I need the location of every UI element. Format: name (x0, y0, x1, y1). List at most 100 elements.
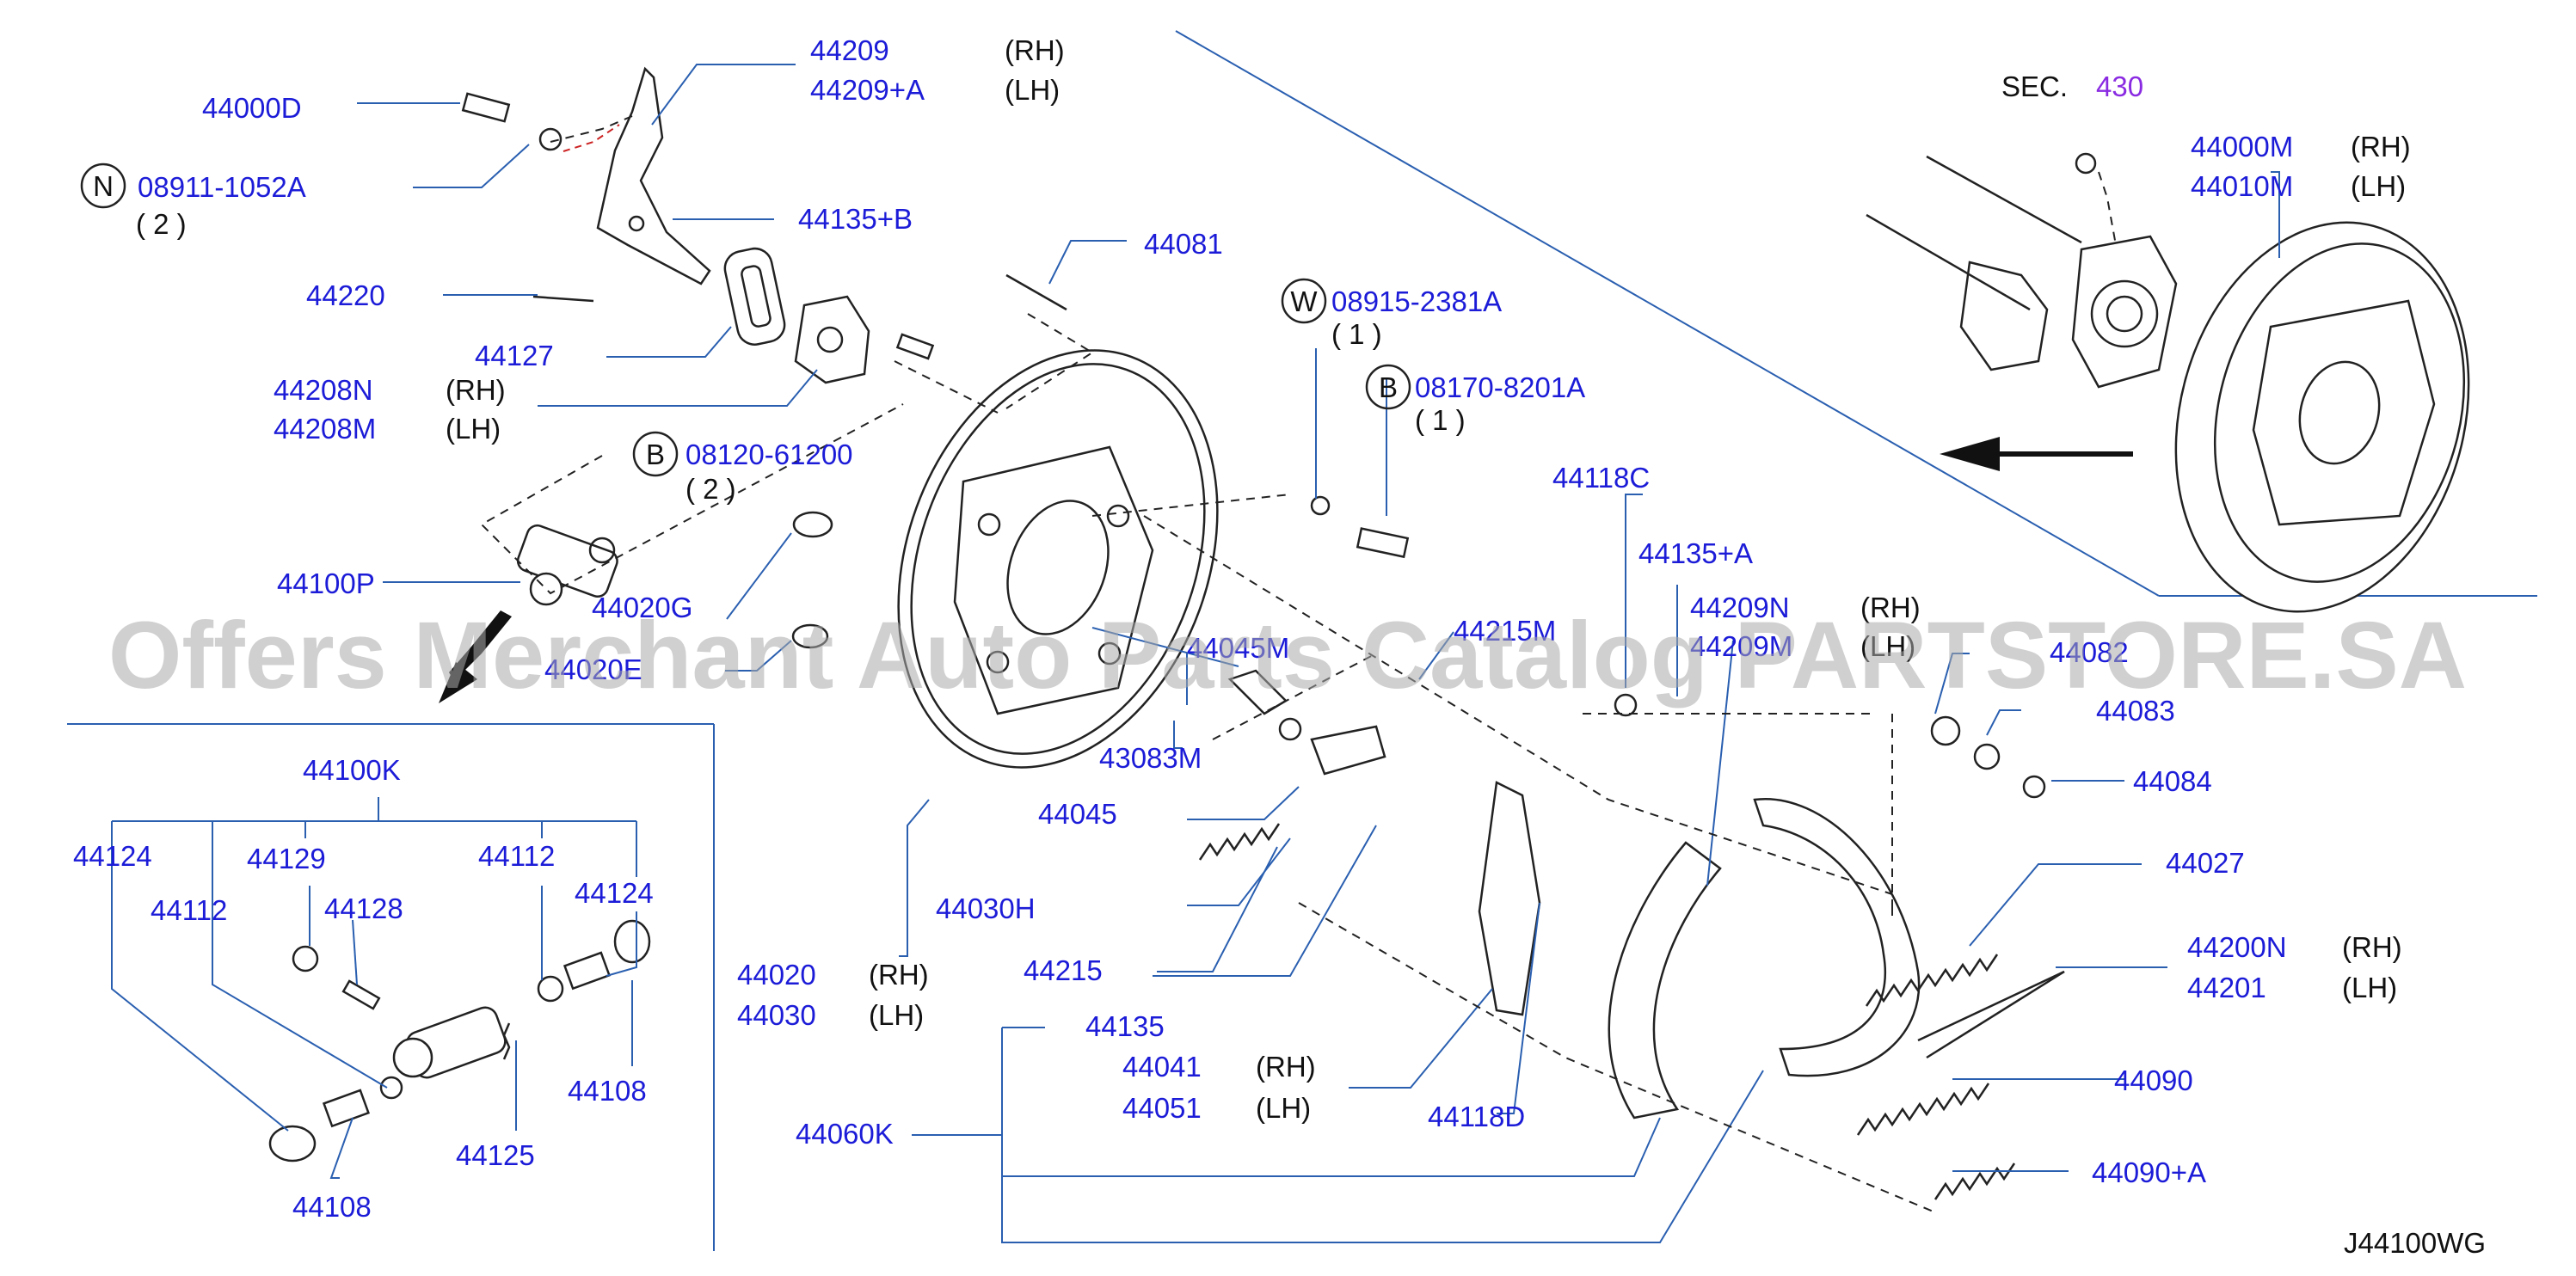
callout-44030: 44030 (737, 999, 816, 1031)
callout-44125: 44125 (456, 1139, 535, 1171)
callout-44090a: 44090+A (2092, 1156, 2206, 1188)
watermark: Offers Merchant Auto Parts Catalog PARTS… (108, 603, 2467, 709)
callout-44124-right: 44124 (575, 877, 654, 909)
qualifier-44020: (RH) (869, 959, 929, 991)
adjuster-lever-44041 (1478, 781, 1541, 1016)
callout-44209m: 44209M (1690, 630, 1792, 662)
symbol-w: W (1290, 285, 1318, 317)
sec-label: SEC. (2001, 71, 2068, 102)
callout-43083m: 43083M (1099, 742, 1202, 774)
callout-44127: 44127 (475, 340, 554, 371)
callout-44135b: 44135+B (798, 203, 913, 235)
lever-bracket-44208 (794, 295, 870, 384)
symbol-circles (80, 163, 1411, 477)
callout-44030h: 44030H (936, 893, 1036, 924)
callout-44209n: 44209N (1690, 592, 1790, 623)
callout-44027: 44027 (2166, 847, 2245, 879)
backing-plate (897, 349, 1219, 769)
callout-44200n: 44200N (2187, 931, 2287, 963)
wheel-cylinder-arrow (439, 610, 512, 703)
callout-44100p: 44100P (277, 567, 375, 599)
callout-44082: 44082 (2050, 636, 2129, 668)
callout-44215: 44215 (1024, 954, 1103, 986)
direction-arrow (1940, 437, 2133, 471)
symbol-b1: B (1379, 371, 1398, 403)
callout-44118c: 44118C (1552, 462, 1650, 494)
qualifier-44201: (LH) (2342, 972, 2397, 1003)
callout-44041: 44041 (1122, 1051, 1202, 1083)
callout-44108-left: 44108 (292, 1191, 372, 1223)
callout-44081: 44081 (1144, 228, 1223, 260)
qualifier-44209: (RH) (1005, 34, 1065, 66)
callout-b2-part: 08120-61200 (685, 439, 853, 470)
red-hint-line (563, 124, 620, 152)
callout-44020: 44020 (737, 959, 816, 991)
symbol-b2: B (646, 439, 665, 470)
figure-code: J44100WG (2344, 1227, 2486, 1259)
callout-44118d: 44118D (1428, 1101, 1525, 1132)
qualifier-44030: (LH) (869, 999, 924, 1031)
callout-44124-left: 44124 (73, 840, 152, 872)
small-hardware (461, 92, 2097, 799)
callout-44220: 44220 (306, 279, 385, 311)
callout-44020g: 44020G (592, 592, 692, 623)
callout-44045: 44045 (1038, 798, 1117, 830)
callout-44135: 44135 (1085, 1010, 1165, 1042)
callout-w-qty: ( 1 ) (1331, 318, 1382, 350)
callout-44201: 44201 (2187, 972, 2266, 1003)
callout-44215m: 44215M (1454, 615, 1556, 647)
callout-44000d: 44000D (202, 92, 302, 124)
qualifier-44208m: (LH) (446, 413, 501, 445)
qualifier-44051: (LH) (1256, 1092, 1311, 1124)
boot-44127 (723, 247, 786, 346)
qualifier-44041: (RH) (1256, 1051, 1316, 1083)
parking-brake-lever (596, 66, 711, 285)
callout-44083: 44083 (2096, 695, 2175, 727)
callout-44084: 44084 (2133, 765, 2212, 797)
qualifier-44010m: (LH) (2351, 170, 2406, 202)
callout-44135a: 44135+A (1638, 537, 1753, 569)
callout-44112-left: 44112 (151, 894, 227, 926)
wheel-cylinder-kit-parts (268, 919, 651, 1163)
callout-44020e: 44020E (544, 653, 642, 685)
callout-labels: 44209 (RH) 44209+A (LH) 44000D N 08911-1… (73, 34, 2486, 1259)
adjuster-strut-44200n (1917, 970, 2065, 1042)
assembly-dashed-lines (480, 115, 2117, 1213)
callout-44208n: 44208N (274, 374, 373, 406)
callout-44112-right: 44112 (478, 840, 555, 872)
sec-number: 430 (2096, 71, 2143, 102)
callout-b1-qty: ( 1 ) (1415, 404, 1466, 436)
qualifier-44209m: (LH) (1860, 630, 1915, 662)
callout-44045m: 44045M (1187, 632, 1289, 664)
drum-brake-assembly (2174, 221, 2470, 613)
qualifier-44209a: (LH) (1005, 74, 1060, 106)
callout-44209: 44209 (810, 34, 889, 66)
frame-lines (67, 30, 2537, 1251)
qualifier-44000m: (RH) (2351, 131, 2411, 163)
callout-44209a: 44209+A (810, 74, 925, 106)
callout-44129: 44129 (247, 843, 326, 874)
callout-b1-part: 08170-8201A (1415, 371, 1585, 403)
callout-n-qty: ( 2 ) (136, 208, 187, 240)
callout-b2-qty: ( 2 ) (685, 473, 736, 505)
springs (1198, 823, 2065, 1200)
callout-w-part: 08915-2381A (1331, 285, 1502, 317)
symbol-n: N (93, 170, 114, 202)
callout-44108-right: 44108 (568, 1075, 647, 1107)
qualifier-44208n: (RH) (446, 374, 506, 406)
qualifier-44200n: (RH) (2342, 931, 2402, 963)
callout-44100k: 44100K (303, 754, 401, 786)
callout-44060k: 44060K (796, 1118, 894, 1150)
brake-shoes (1608, 797, 1921, 1120)
axle-assembly (1866, 155, 2178, 389)
callout-44208m: 44208M (274, 413, 376, 445)
callout-n-part: 08911-1052A (138, 171, 306, 203)
callout-44051: 44051 (1122, 1092, 1202, 1124)
callout-44000m: 44000M (2191, 131, 2293, 163)
leader-lines (111, 64, 2280, 1243)
callout-44128: 44128 (324, 893, 403, 924)
callout-44090: 44090 (2114, 1064, 2193, 1096)
callout-44010m: 44010M (2191, 170, 2293, 202)
